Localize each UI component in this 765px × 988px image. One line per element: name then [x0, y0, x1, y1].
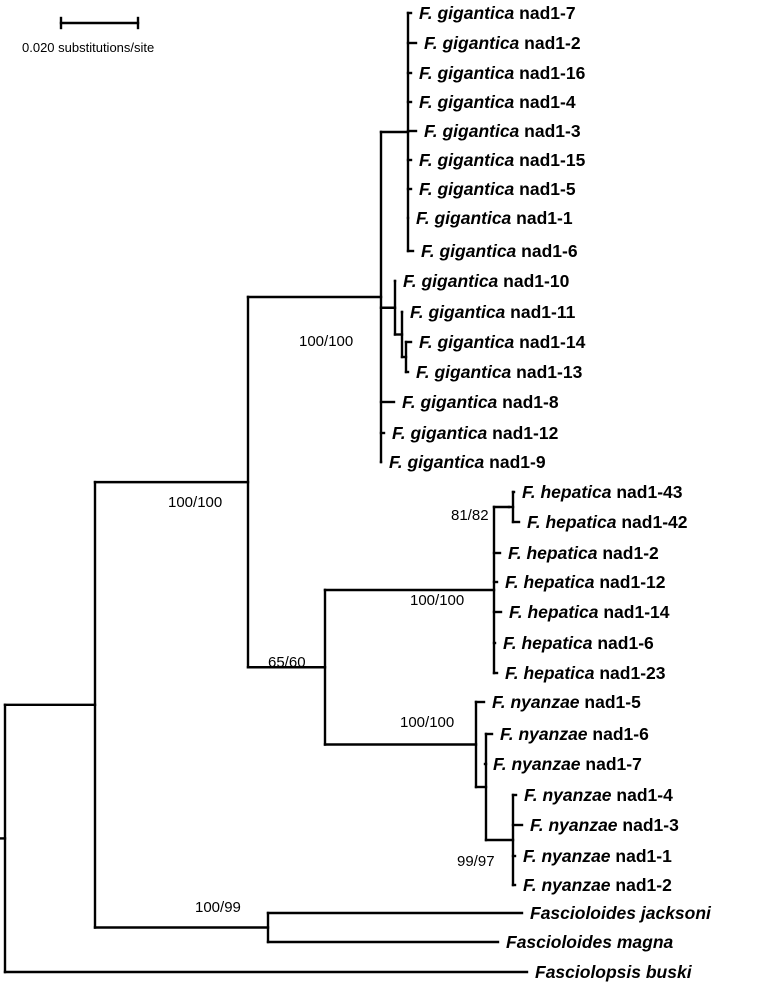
- tip-label-hep43: F. hepatica nad1-43: [522, 482, 683, 502]
- tip-label-gig12: F. gigantica nad1-12: [392, 423, 559, 443]
- scale-bar-label: 0.020 substitutions/site: [22, 40, 154, 55]
- support-value-hepatica-nyanzae: 65/60: [268, 654, 306, 671]
- tip-label-gig15: F. gigantica nad1-15: [419, 150, 586, 170]
- tip-label-gig14: F. gigantica nad1-14: [419, 332, 586, 352]
- tip-label-nya2: F. nyanzae nad1-2: [523, 875, 672, 895]
- support-value-nyanzae-sub: 99/97: [457, 853, 495, 870]
- support-value-fascioloides: 100/99: [195, 899, 241, 916]
- tip-label-gig10: F. gigantica nad1-10: [403, 271, 570, 291]
- tip-label-gig11: F. gigantica nad1-11: [410, 302, 576, 322]
- tip-label-gig2: F. gigantica nad1-2: [424, 33, 581, 53]
- tip-label-hep6: F. hepatica nad1-6: [503, 633, 654, 653]
- tip-label-gig8: F. gigantica nad1-8: [402, 392, 559, 412]
- tip-label-gig16: F. gigantica nad1-16: [419, 63, 586, 83]
- tip-label-nya6: F. nyanzae nad1-6: [500, 724, 649, 744]
- tip-label-hep42: F. hepatica nad1-42: [527, 512, 688, 532]
- tip-label-nya7: F. nyanzae nad1-7: [493, 754, 642, 774]
- tip-label-gig6: F. gigantica nad1-6: [421, 241, 578, 261]
- tip-label-gig13: F. gigantica nad1-13: [416, 362, 583, 382]
- tip-label-gig7: F. gigantica nad1-7: [419, 3, 576, 23]
- support-value-hepatica-sub: 81/82: [451, 507, 489, 524]
- scale-bar: 0.020 substitutions/site: [22, 16, 154, 55]
- tip-label-nya5: F. nyanzae nad1-5: [492, 692, 641, 712]
- support-value-nyanzae-clade: 100/100: [400, 714, 454, 731]
- tip-label-gig4: F. gigantica nad1-4: [419, 92, 576, 112]
- support-value-fasciola: 100/100: [168, 494, 222, 511]
- support-value-hepatica-clade: 100/100: [410, 592, 464, 609]
- tip-label-hep14: F. hepatica nad1-14: [509, 602, 670, 622]
- tip-label-gig1: F. gigantica nad1-1: [416, 208, 573, 228]
- tip-label-gig3: F. gigantica nad1-3: [424, 121, 581, 141]
- tip-label-fjack: Fascioloides jacksoni: [530, 903, 712, 923]
- tree-branches: [0, 11, 529, 974]
- support-values: 100/100 100/100 65/60 100/100 81/82 100/100 99…: [168, 333, 495, 916]
- tip-labels: F. gigantica nad1-7 F. gigantica nad1-2F.…: [389, 3, 712, 982]
- tip-label-fmag: Fascioloides magna: [506, 932, 674, 952]
- tip-label-gig5: F. gigantica nad1-5: [419, 179, 576, 199]
- support-value-gigantica-clade: 100/100: [299, 333, 353, 350]
- tip-label-hep2: F. hepatica nad1-2: [508, 543, 659, 563]
- tip-label-nya3: F. nyanzae nad1-3: [530, 815, 679, 835]
- tip-label-nya4: F. nyanzae nad1-4: [524, 785, 673, 805]
- tip-label-hep23: F. hepatica nad1-23: [505, 663, 666, 683]
- tip-label-nya1: F. nyanzae nad1-1: [523, 846, 672, 866]
- tip-label-hep12: F. hepatica nad1-12: [505, 572, 666, 592]
- tip-label-gig9: F. gigantica nad1-9: [389, 452, 546, 472]
- tip-label-fbus: Fasciolopsis buski: [535, 962, 693, 982]
